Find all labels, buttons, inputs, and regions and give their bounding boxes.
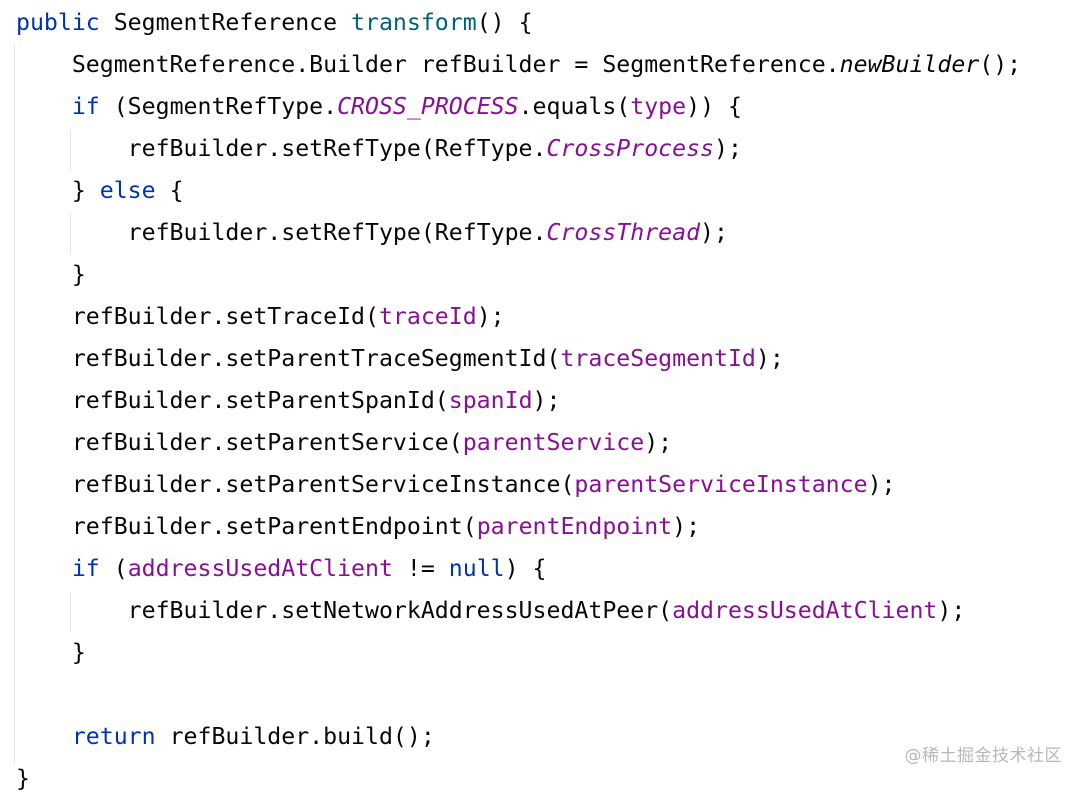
- code-token: parentServiceInstance: [574, 471, 868, 498]
- code-token: type: [630, 93, 687, 120]
- code-line[interactable]: SegmentReference.Builder refBuilder = Se…: [16, 44, 1021, 86]
- code-token: transform: [351, 9, 477, 36]
- code-token: CrossProcess: [546, 135, 715, 162]
- code-line[interactable]: refBuilder.setParentEndpoint(parentEndpo…: [16, 506, 700, 548]
- code-token: else: [99, 177, 156, 204]
- code-token: );: [937, 597, 966, 624]
- code-token: );: [476, 303, 505, 330]
- indent-guide-if-block: [70, 130, 71, 170]
- code-line[interactable]: }: [16, 254, 86, 296]
- code-token: ();: [979, 51, 1022, 78]
- code-token: refBuilder.setRefType(RefType.: [16, 219, 547, 246]
- code-token: refBuilder.setParentSpanId(: [16, 387, 449, 414]
- code-line[interactable]: refBuilder.setNetworkAddressUsedAtPeer(a…: [16, 590, 966, 632]
- code-token: );: [867, 471, 896, 498]
- code-token: traceSegmentId: [560, 345, 756, 372]
- code-token: (: [99, 555, 128, 582]
- code-token: refBuilder.build();: [155, 723, 435, 750]
- code-token: addressUsedAtClient: [127, 555, 393, 582]
- code-token: SegmentReference.Builder refBuilder = Se…: [16, 51, 840, 78]
- code-token: if: [71, 93, 100, 120]
- code-token: [16, 723, 72, 750]
- code-token: refBuilder.setParentServiceInstance(: [16, 471, 575, 498]
- code-token: refBuilder.setParentEndpoint(: [16, 513, 477, 540]
- code-line[interactable]: }: [16, 758, 30, 800]
- watermark: @稀土掘金技术社区: [904, 746, 1062, 766]
- code-token: );: [714, 135, 742, 162]
- code-token: }: [16, 765, 30, 792]
- code-token: [16, 93, 72, 120]
- code-token: if: [71, 555, 100, 582]
- code-line[interactable]: refBuilder.setParentSpanId(spanId);: [16, 380, 561, 422]
- code-token: refBuilder.setTraceId(: [16, 303, 379, 330]
- code-token: addressUsedAtClient: [672, 597, 938, 624]
- code-token: SegmentReference: [99, 9, 352, 36]
- code-token: [16, 555, 72, 582]
- code-line[interactable]: if (SegmentRefType.CROSS_PROCESS.equals(…: [16, 86, 742, 128]
- code-token: !=: [392, 555, 449, 582]
- code-token: )) {: [686, 93, 742, 120]
- code-token: ) {: [504, 555, 547, 582]
- code-token: .equals(: [518, 93, 631, 120]
- code-token: spanId: [448, 387, 533, 414]
- code-token: }: [16, 177, 100, 204]
- code-line[interactable]: if (addressUsedAtClient != null) {: [16, 548, 547, 590]
- code-token: );: [532, 387, 561, 414]
- code-token: );: [644, 429, 673, 456]
- code-token: );: [755, 345, 784, 372]
- code-token: null: [448, 555, 505, 582]
- code-line[interactable]: } else {: [16, 170, 184, 212]
- code-token: traceId: [378, 303, 477, 330]
- indent-guide-method: [14, 44, 15, 764]
- code-line[interactable]: refBuilder.setParentTraceSegmentId(trace…: [16, 338, 784, 380]
- code-token: );: [700, 219, 728, 246]
- code-token: CrossThread: [546, 219, 701, 246]
- code-line[interactable]: return refBuilder.build();: [16, 716, 435, 758]
- code-token: CROSS_PROCESS: [337, 93, 519, 120]
- code-token: (SegmentRefType.: [99, 93, 338, 120]
- code-line[interactable]: refBuilder.setParentService(parentServic…: [16, 422, 672, 464]
- code-line[interactable]: refBuilder.setRefType(RefType.CrossProce…: [16, 128, 742, 170]
- code-line[interactable]: refBuilder.setParentServiceInstance(pare…: [16, 464, 896, 506]
- code-line[interactable]: refBuilder.setTraceId(traceId);: [16, 296, 505, 338]
- code-token: refBuilder.setParentService(: [16, 429, 463, 456]
- code-line[interactable]: }: [16, 632, 86, 674]
- code-token: () {: [476, 9, 533, 36]
- code-token: public: [16, 9, 100, 36]
- code-token: parentEndpoint: [476, 513, 673, 540]
- code-token: }: [16, 639, 86, 666]
- code-line[interactable]: public SegmentReference transform() {: [16, 2, 533, 44]
- indent-guide-else-block: [70, 214, 71, 254]
- code-token: parentService: [462, 429, 645, 456]
- code-line[interactable]: refBuilder.setRefType(RefType.CrossThrea…: [16, 212, 728, 254]
- code-token: return: [71, 723, 156, 750]
- code-token: refBuilder.setRefType(RefType.: [16, 135, 547, 162]
- code-token: refBuilder.setParentTraceSegmentId(: [16, 345, 561, 372]
- code-token: );: [672, 513, 701, 540]
- code-token: newBuilder: [839, 51, 980, 78]
- indent-guide-null-check-block: [70, 592, 71, 632]
- code-token: }: [16, 261, 86, 288]
- code-token: {: [155, 177, 184, 204]
- code-token: refBuilder.setNetworkAddressUsedAtPeer(: [16, 597, 673, 624]
